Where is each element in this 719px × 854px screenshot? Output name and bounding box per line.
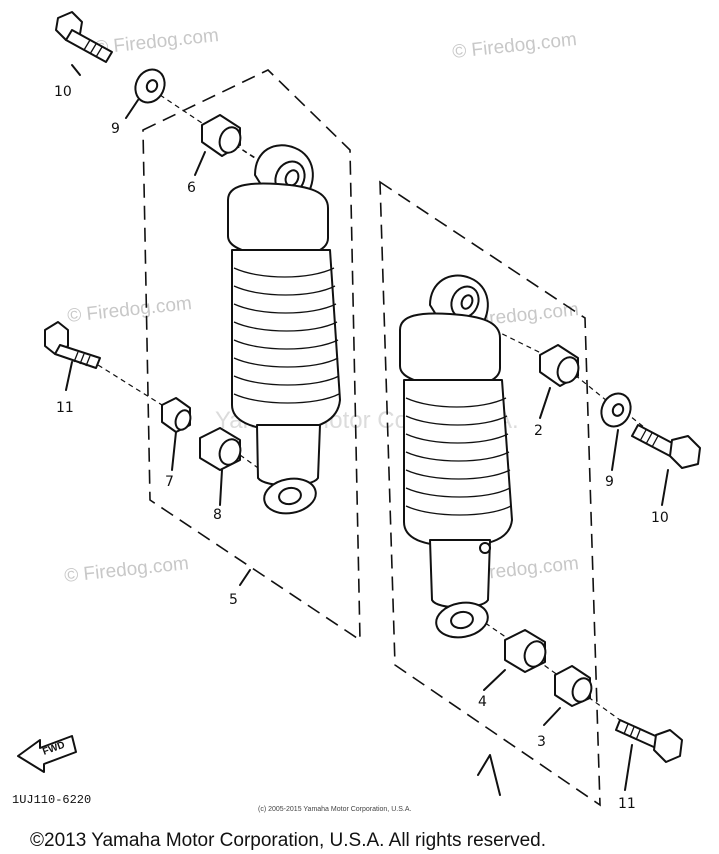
callout-line [611,429,619,471]
washer-part-9-left [134,68,166,104]
left-shock-assembly-outline [142,69,361,642]
callout-11-left: 11 [56,400,74,416]
callout-line [661,469,669,506]
collar-part-7 [161,397,192,433]
callout-line [483,669,506,691]
collar-part-8 [199,427,242,471]
callout-9-left: 9 [111,121,120,137]
shock-absorber-right [399,274,513,639]
watermark-text: © Firedog.com [66,293,192,327]
callout-line [125,99,139,119]
callout-line [171,431,177,471]
callout-line [239,569,251,586]
callout-line [539,387,551,419]
callout-4: 4 [478,694,487,710]
collar-part-3 [554,665,593,707]
callout-5: 5 [229,592,238,608]
collar-part-4 [504,629,547,673]
bolt-part-11-right [615,719,683,763]
callout-line [71,64,81,76]
callout-line [194,151,206,176]
watermark-text: © Firedog.com [451,29,577,63]
watermark-text: © Firedog.com [93,25,219,59]
watermark-text: © Firedog.com [63,553,189,587]
callout-line [477,754,501,796]
shock-absorber-left [227,144,341,515]
callout-9-right: 9 [605,474,614,490]
callout-line [219,469,223,506]
callout-2: 2 [534,423,543,439]
callout-7: 7 [165,474,174,490]
diagram-code: 1UJ110-6220 [12,793,91,807]
fwd-arrow-icon: FWD [17,735,77,773]
callout-10-right: 10 [651,510,669,526]
leader-line [239,454,273,479]
right-shock-assembly-outline [379,180,601,807]
bolt-part-10-right [631,424,701,469]
copyright-notice: ©2013 Yamaha Motor Corporation, U.S.A. A… [30,830,546,851]
collar-part-6 [201,114,242,157]
callout-8: 8 [213,507,222,523]
bolt-part-11-left [44,321,101,369]
leader-line [477,617,511,641]
callout-11-right: 11 [618,796,636,812]
bolt-part-10-left [55,11,113,63]
small-copyright: (c) 2005-2015 Yamaha Motor Corporation, … [258,806,411,813]
callout-line [65,361,73,391]
collar-part-2 [539,344,580,387]
callout-line [624,744,633,791]
callout-line [543,707,561,726]
leader-line [97,364,171,411]
callout-3: 3 [537,734,546,750]
callout-6: 6 [187,180,196,196]
callout-10-left: 10 [54,84,72,100]
washer-part-9-right [600,392,632,428]
